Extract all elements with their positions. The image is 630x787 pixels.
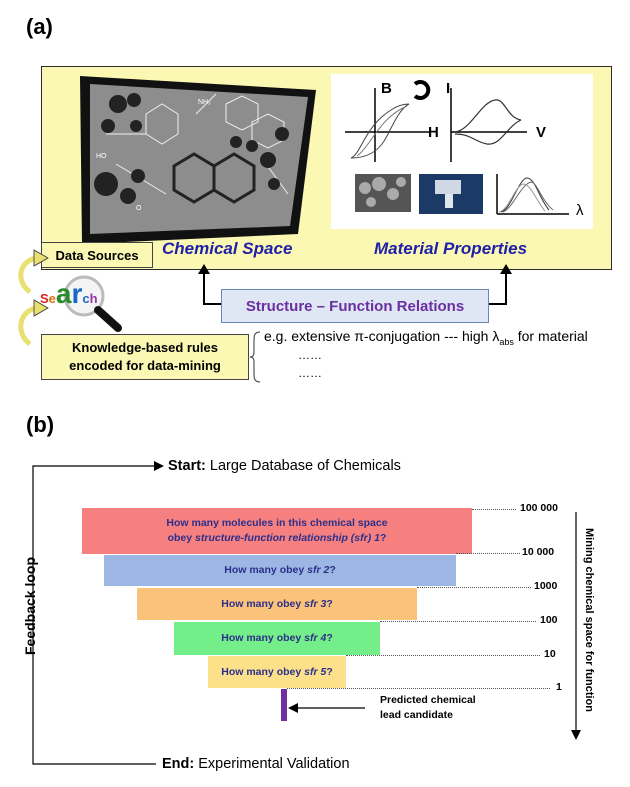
funnel-stage-5: How many obey sfr 5? — [208, 656, 346, 688]
chemical-space-title: Chemical Space — [162, 239, 293, 258]
count-line-6 — [287, 688, 550, 689]
funnel-stage-1: How many molecules in this chemical spac… — [82, 508, 472, 554]
axis-label-b: B — [381, 80, 392, 97]
count-label-6: 1 — [556, 681, 562, 693]
count-label-5: 10 — [544, 648, 556, 660]
example-ellipsis-1: …… — [298, 348, 322, 362]
sfr-arrows — [198, 264, 512, 305]
start-label: Start: Large Database of Chemicals — [168, 458, 401, 474]
example-ellipsis-2: …… — [298, 366, 322, 380]
sfr-box: Structure – Function Relations — [221, 289, 489, 323]
axis-label-i: I — [446, 80, 451, 97]
axis-label-v: V — [536, 124, 547, 141]
panel-a-label: (a) — [26, 14, 53, 39]
count-label-3: 1000 — [534, 580, 558, 592]
count-line-2 — [456, 553, 520, 554]
svg-text:HO: HO — [96, 153, 107, 160]
count-label-4: 100 — [540, 614, 558, 626]
axis-label-lambda: λ — [576, 202, 584, 219]
mining-label: Mining chemical space for function — [583, 528, 595, 712]
feedback-loop-label: Feedback loop — [22, 556, 38, 656]
chemical-space-image: NH₂ HO O — [80, 76, 316, 244]
material-properties-image — [345, 80, 569, 215]
end-label: End: Experimental Validation — [162, 756, 350, 772]
search-magnifier-icon — [63, 275, 122, 332]
funnel-stage-3: How many obey sfr 3? — [137, 588, 417, 620]
rules-brace — [249, 331, 261, 383]
material-properties-title: Material Properties — [374, 239, 528, 258]
sfr-label: Structure – Function Relations — [245, 297, 465, 315]
lead-candidate-bar — [281, 689, 287, 721]
count-label-1: 100 000 — [520, 502, 558, 514]
data-sources-box: Data Sources — [41, 242, 153, 268]
count-label-2: 10 000 — [522, 546, 555, 558]
search-loop-arrows — [18, 249, 49, 347]
count-line-4 — [380, 621, 536, 622]
funnel-stage-2: How many obey sfr 2? — [104, 555, 456, 586]
svg-text:O: O — [136, 205, 142, 212]
search-word-logo: Search — [40, 278, 98, 309]
knowledge-rules-box: Knowledge-based rules encoded for data-m… — [41, 334, 249, 380]
count-line-5 — [346, 655, 540, 656]
count-line-1 — [472, 509, 516, 510]
panel-b-label: (b) — [26, 412, 55, 437]
funnel-stage-4: How many obey sfr 4? — [174, 622, 380, 655]
predicted-lead-label: Predicted chemical lead candidate — [380, 694, 476, 721]
count-line-3 — [417, 587, 531, 588]
knowledge-rules-label: Knowledge-based rules encoded for data-m… — [69, 340, 221, 373]
example-rule-text: e.g. extensive π-conjugation --- high λa… — [264, 328, 588, 347]
svg-text:NH₂: NH₂ — [198, 99, 211, 106]
axis-label-h: H — [428, 124, 439, 141]
data-sources-label: Data Sources — [55, 247, 139, 263]
